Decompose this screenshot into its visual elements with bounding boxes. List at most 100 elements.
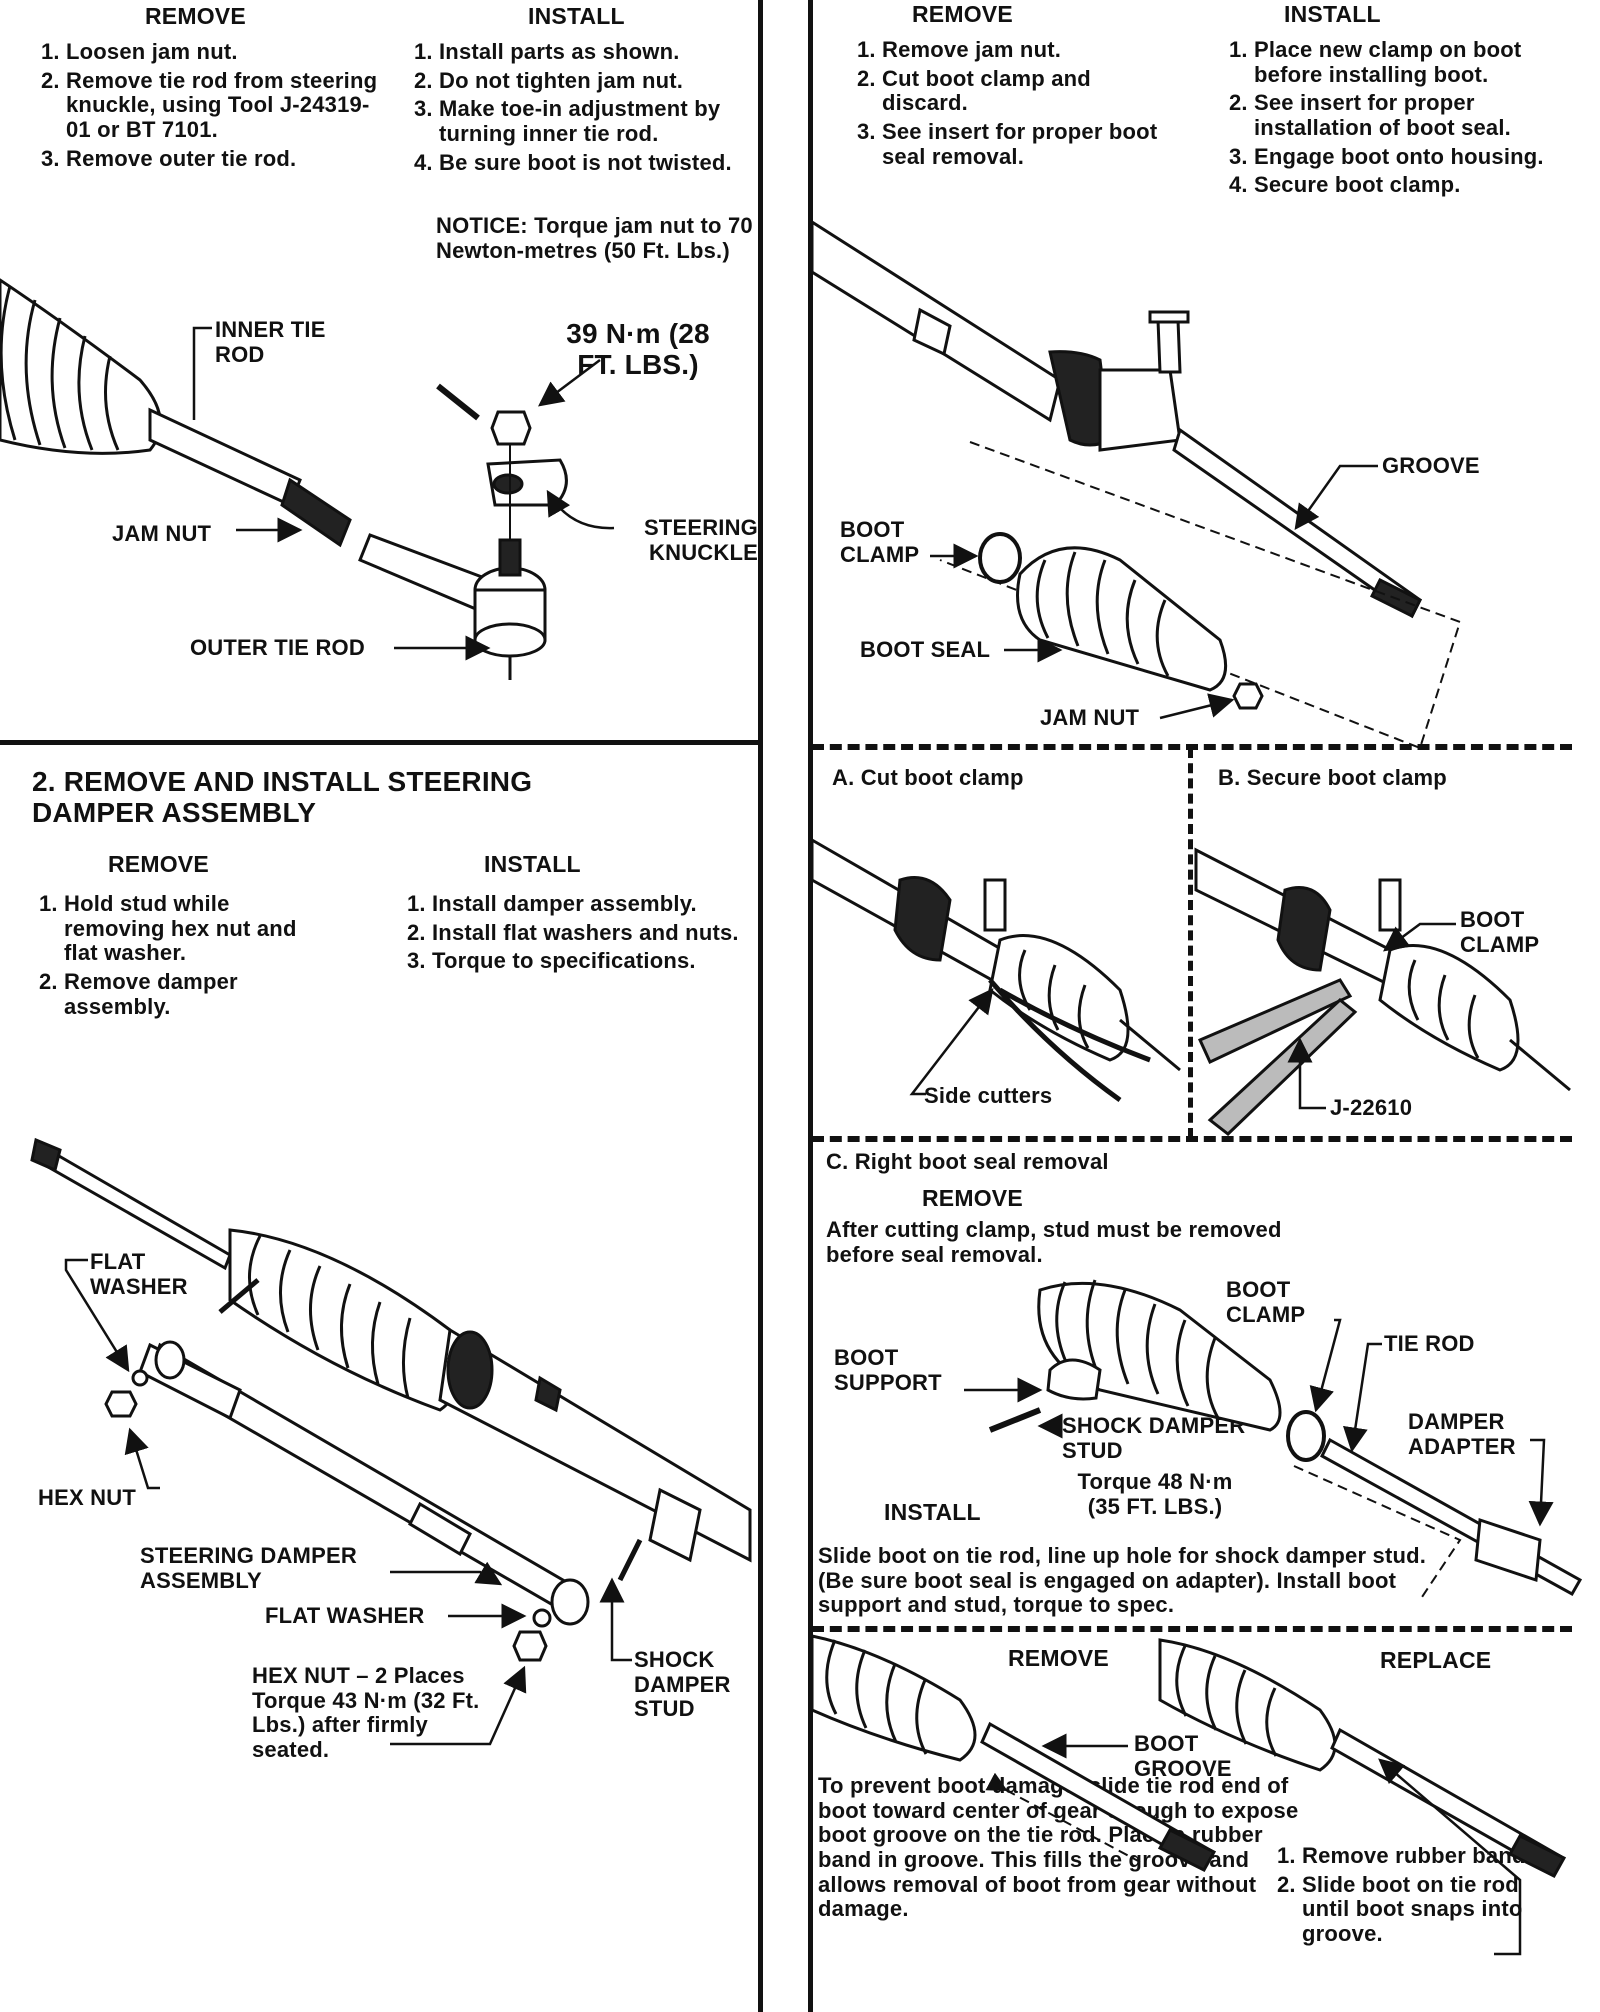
label-side-cutters: Side cutters [924,1083,1053,1108]
bottom-left-remove-list: Hold stud while removing hex nut and fla… [30,891,314,1023]
j-22610-tool-handle-1 [1198,978,1353,1065]
list-item: Hold stud while removing hex nut and fla… [64,891,314,966]
list-item: See insert for proper boot seal removal. [882,119,1172,169]
insert-b-title: B. Secure boot clamp [1218,765,1447,790]
steering-gear-housing [438,1327,752,1563]
label-hex-nut: HEX NUT [38,1485,136,1510]
top-right-remove-list: Remove jam nut. Cut boot clamp and disca… [848,37,1172,173]
shock-damper-stud-part [988,1407,1042,1433]
list-item: Slide boot on tie rod until boot snaps i… [1302,1872,1552,1947]
side-cutters-tool [988,978,1151,1103]
label-c-torque: Torque 48 N·m (35 FT. LBS.) [1077,1469,1233,1519]
insert-c-remove-text: After cutting clamp, stud must be remove… [826,1217,1282,1267]
insert-d-replace-list: Remove rubber band. Slide boot on tie ro… [1268,1843,1552,1951]
insert-a-title: A. Cut boot clamp [832,765,1024,790]
insert-c-title: C. Right boot seal removal [826,1149,1109,1174]
label-c-shock-damper-stud: SHOCK DAMPER STUD [1062,1413,1246,1463]
label-inner-tie-rod: INNER TIE ROD [215,317,326,367]
list-item: Remove rubber band. [1302,1843,1552,1869]
insert-d-prevent-text: To prevent boot damage, slide tie rod en… [818,1773,1299,1922]
label-groove: GROOVE [1382,453,1480,478]
label-outer-tie-rod: OUTER TIE ROD [190,635,365,660]
top-right-remove-heading: REMOVE [912,1,1013,27]
label-shock-damper-stud: SHOCK DAMPER STUD [634,1647,731,1722]
top-right-pinion-valve [1098,310,1190,452]
exploded-view-outline [939,441,1462,750]
top-left-install-list: Install parts as shown. Do not tighten j… [405,39,784,179]
top-left-remove-heading: REMOVE [145,3,246,29]
top-right-install-heading: INSTALL [1284,1,1381,27]
label-jam-nut: JAM NUT [112,521,212,546]
right-dashed-divider-3 [812,1626,1572,1632]
list-item: Remove outer tie rod. [66,146,386,172]
list-item: See insert for proper installation of bo… [1254,90,1594,140]
damper-adapter-part [1474,1517,1542,1583]
outer-tie-rod-ball-stud [473,538,547,680]
top-right-rack-housing [810,219,1112,447]
right-panel-vertical-divider [808,0,813,2012]
list-item: Remove tie rod from steering knuckle, us… [66,68,386,143]
label-steering-knuckle: STEERING KNUCKLE [643,515,758,565]
insert-a-illustration [810,837,1181,1103]
exploded-boot-seal [1016,546,1228,692]
knuckle-nut [490,410,532,446]
insert-c-remove-heading: REMOVE [922,1185,1023,1211]
notice-text: Torque jam nut to 70 Newton-metres (50 F… [436,213,753,263]
cotter-pin [436,383,480,421]
label-flat-washer-top: FLAT WASHER [90,1249,188,1299]
damper-bellows-boot [228,1228,460,1412]
top-right-install-list: Place new clamp on boot before installin… [1220,37,1594,202]
boot-clamp-ring-c [1286,1410,1326,1462]
list-item: Remove damper assembly. [64,969,314,1019]
label-c-tie-rod: TIE ROD [1384,1331,1475,1356]
list-item: Loosen jam nut. [66,39,386,65]
list-item: Remove jam nut. [882,37,1172,63]
label-hex-nut-2-places: HEX NUT – 2 Places Torque 43 N·m (32 Ft.… [252,1663,480,1762]
list-item: Install flat washers and nuts. [432,920,762,946]
top-left-remove-list: Loosen jam nut. Remove tie rod from stee… [32,39,386,175]
list-item: Be sure boot is not twisted. [439,150,784,176]
section-2-title: 2. REMOVE AND INSTALL STEERING DAMPER AS… [32,766,533,829]
insert-d-remove-heading: REMOVE [1008,1645,1109,1671]
list-item: Place new clamp on boot before installin… [1254,37,1594,87]
label-flat-washer-bottom: FLAT WASHER [265,1603,425,1628]
insert-c-install-text: Slide boot on tie rod, line up hole for … [818,1543,1427,1618]
label-boot-clamp: BOOT CLAMP [840,517,920,567]
list-item: Install parts as shown. [439,39,784,65]
list-item: Torque to specifications. [432,949,762,974]
label-torque-39: 39 N·m (28 FT. LBS.) [566,318,710,381]
list-item: Do not tighten jam nut. [439,68,784,94]
label-c-boot-clamp: BOOT CLAMP [1226,1277,1306,1327]
right-dashed-divider-2 [812,1136,1572,1142]
list-item: Secure boot clamp. [1254,172,1594,198]
top-left-install-heading: INSTALL [528,3,625,29]
top-left-bellows-boot [0,278,162,455]
insert-ab-divider [1188,748,1193,1138]
exploded-jam-nut [1232,682,1264,710]
label-b-boot-clamp: BOOT CLAMP [1460,907,1540,957]
left-horizontal-divider [0,740,760,745]
boot-support-part [1046,1358,1102,1401]
bottom-left-remove-heading: REMOVE [108,851,209,877]
outer-tie-rod-body [358,533,502,617]
top-left-notice: NOTICE: Torque jam nut to 70 Newton-metr… [436,213,756,263]
jam-nut-threads [280,477,352,548]
center-vertical-divider [758,0,763,2012]
list-item: Make toe-in adjustment by turning inner … [439,96,784,146]
label-boot-seal: BOOT SEAL [860,637,991,662]
insert-c-install-heading: INSTALL [884,1499,981,1525]
inner-tie-rod-shaft [148,407,302,508]
label-c-boot-support: BOOT SUPPORT [834,1345,942,1395]
steering-knuckle-part [486,458,568,507]
list-item: Engage boot onto housing. [1254,144,1594,170]
bottom-left-install-heading: INSTALL [484,851,581,877]
label-steering-damper-assembly: STEERING DAMPER ASSEMBLY [140,1543,357,1593]
list-item: Install damper assembly. [432,891,762,917]
insert-d-replace-heading: REPLACE [1380,1647,1492,1673]
exploded-boot-clamp-ring [978,532,1022,584]
bottom-left-install-list: Install damper assembly. Install flat wa… [398,891,762,978]
label-c-damper-adapter: DAMPER ADAPTER [1408,1409,1516,1459]
label-j-22610: J-22610 [1330,1095,1413,1120]
label-jam-nut-right: JAM NUT [1040,705,1140,730]
list-item: Cut boot clamp and discard. [882,66,1172,116]
